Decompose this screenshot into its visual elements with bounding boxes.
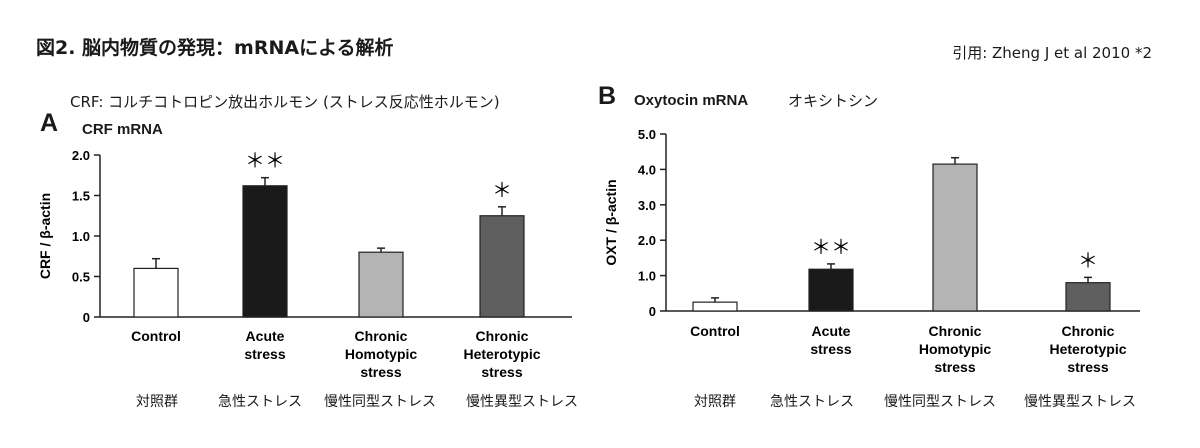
ja-category-heterotypic-b: 慢性異型ストレス [1024,394,1136,410]
ja-category-acute-b: 急性ストレス [770,394,854,410]
category-label: Chronic [929,323,982,339]
y-tick-label: 2.0 [72,148,90,163]
panel-b-letter: B [598,82,617,110]
y-axis-label: CRF / β-actin [37,193,53,279]
ja-category-control-b: 対照群 [694,394,736,410]
category-label: stress [934,359,975,375]
category-label: stress [244,346,285,362]
category-label: Chronic [355,328,408,344]
bar-heterotypic [1065,282,1111,312]
category-label: Control [131,328,181,344]
significance-marker: ＊ [492,180,512,202]
significance-marker: ＊ [1078,250,1098,272]
category-label: Homotypic [345,346,418,362]
bar-heterotypic [479,215,525,318]
y-tick-label: 1.5 [72,189,90,204]
category-label: Heterotypic [463,346,540,362]
y-tick-label: 3.0 [638,198,656,213]
y-tick-label: 4.0 [638,162,656,177]
ja-category-control: 対照群 [136,394,178,410]
y-tick-label: 1.0 [72,229,90,244]
bar-acute [808,268,854,312]
significance-marker: ＊＊ [811,237,851,259]
category-label: Acute [812,323,851,339]
category-label: Heterotypic [1049,341,1126,357]
y-tick-label: 0 [649,304,656,319]
chart-b-title: Oxytocin mRNA [634,92,749,109]
category-label: stress [360,364,401,380]
crf-note: CRF: コルチコトロピン放出ホルモン (ストレス反応性ホルモン) [70,93,500,111]
y-tick-label: 2.0 [638,233,656,248]
panel-a-letter: A [40,109,59,137]
y-tick-label: 1.0 [638,269,656,284]
figure-title: 図2. 脳内物質の発現：mRNAによる解析 [36,37,394,59]
bar-control [133,267,179,318]
ja-category-acute: 急性ストレス [218,394,302,410]
category-label: stress [481,364,522,380]
category-label: stress [1067,359,1108,375]
chart-a-title: CRF mRNA [82,121,163,138]
bar-acute [242,185,288,318]
y-axis-label: OXT / β-actin [603,179,619,265]
category-label: Acute [246,328,285,344]
ja-category-homotypic-b: 慢性同型ストレス [884,394,996,410]
category-label: Homotypic [919,341,992,357]
y-tick-label: 0.5 [72,270,90,285]
bar-homotypic [358,251,404,318]
category-label: stress [810,341,851,357]
ja-category-homotypic: 慢性同型ストレス [324,394,436,410]
y-tick-label: 5.0 [638,127,656,142]
oxytocin-note: オキシトシン [788,92,879,110]
significance-marker: ＊＊ [245,151,285,173]
category-label: Control [690,323,740,339]
y-tick-label: 0 [83,310,90,325]
category-label: Chronic [1062,323,1115,339]
bar-homotypic [932,163,978,312]
ja-category-heterotypic: 慢性異型ストレス [466,394,578,410]
category-label: Chronic [476,328,529,344]
bar-control [692,301,738,312]
citation: 引用: Zheng J et al 2010 *2 [952,44,1152,62]
